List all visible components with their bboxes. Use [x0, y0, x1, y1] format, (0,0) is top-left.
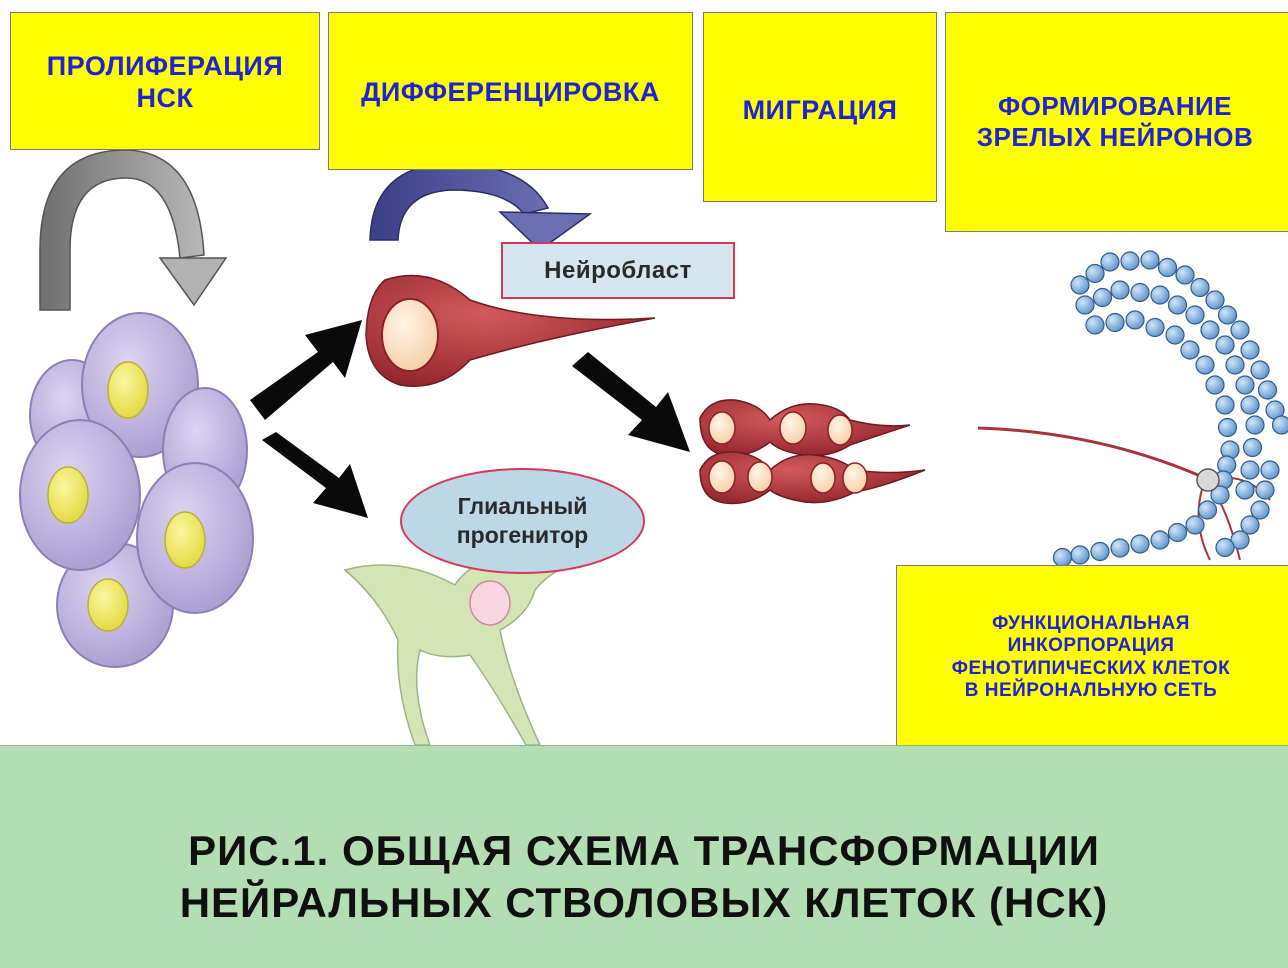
network-bead — [1246, 416, 1264, 434]
stage-differentiation-box: ДИФФЕРЕНЦИРОВКА — [328, 12, 693, 170]
network-bead — [1131, 535, 1149, 553]
network-bead — [1216, 336, 1234, 354]
glial-progenitor-text: Глиальный прогенитор — [457, 492, 588, 550]
caption-panel: РИС.1. ОБЩАЯ СХЕМА ТРАНСФОРМАЦИИ НЕЙРАЛЬ… — [0, 745, 1288, 968]
network-bead — [1091, 543, 1109, 561]
figure-caption: РИС.1. ОБЩАЯ СХЕМА ТРАНСФОРМАЦИИ НЕЙРАЛЬ… — [180, 825, 1109, 930]
network-bead — [1226, 356, 1244, 374]
network-bead — [1261, 461, 1279, 479]
synapse-node — [1197, 469, 1219, 491]
network-bead — [1273, 416, 1288, 434]
network-bead — [1151, 531, 1169, 549]
network-bead — [1111, 281, 1129, 299]
network-bead — [1231, 321, 1249, 339]
network-bead — [1241, 461, 1259, 479]
network-bead — [1159, 259, 1177, 277]
stage-migration-label: МИГРАЦИЯ — [743, 95, 898, 127]
network-bead — [1219, 306, 1237, 324]
differentiation-arrow — [370, 163, 590, 250]
network-bead — [1216, 539, 1234, 557]
network-bead — [1236, 376, 1254, 394]
network-bead — [1186, 516, 1204, 534]
network-bead — [1094, 289, 1112, 307]
axon-line — [978, 428, 1205, 478]
network-bead — [1219, 419, 1237, 437]
stage-proliferation-label: ПРОЛИФЕРАЦИЯ НСК — [47, 51, 283, 115]
network-bead — [1071, 546, 1089, 564]
stage-differentiation-label: ДИФФЕРЕНЦИРОВКА — [361, 77, 660, 109]
network-bead — [1244, 439, 1262, 457]
network-bead — [1071, 276, 1089, 294]
stage-maturation-label: ФОРМИРОВАНИЕ ЗРЕЛЫХ НЕЙРОНОВ — [977, 91, 1254, 152]
network-bead — [1054, 549, 1072, 567]
network-bead — [1131, 284, 1149, 302]
glial-progenitor-cell — [345, 550, 590, 745]
neural-network — [1054, 251, 1288, 567]
stage-migration-box: МИГРАЦИЯ — [703, 12, 937, 202]
network-bead — [1151, 286, 1169, 304]
network-bead — [1196, 356, 1214, 374]
stage-incorporation-label: ФУНКЦИОНАЛЬНАЯ ИНКОРПОРАЦИЯ ФЕНОТИПИЧЕСК… — [952, 613, 1231, 703]
arrow-to-migration — [572, 352, 690, 452]
stage-proliferation-box: ПРОЛИФЕРАЦИЯ НСК — [10, 12, 320, 150]
network-bead — [1201, 321, 1219, 339]
migrating-neuroblasts — [700, 400, 925, 504]
network-bead — [1191, 279, 1209, 297]
stage-maturation-box: ФОРМИРОВАНИЕ ЗРЕЛЫХ НЕЙРОНОВ — [945, 12, 1288, 232]
network-bead — [1216, 396, 1234, 414]
network-bead — [1086, 265, 1104, 283]
network-bead — [1111, 539, 1129, 557]
glial-progenitor-label: Глиальный прогенитор — [400, 468, 645, 574]
network-bead — [1076, 296, 1094, 314]
network-bead — [1241, 396, 1259, 414]
network-bead — [1256, 481, 1274, 499]
network-bead — [1126, 311, 1144, 329]
network-bead — [1176, 266, 1194, 284]
arrow-to-glial — [262, 432, 368, 518]
network-bead — [1236, 481, 1254, 499]
network-bead — [1186, 306, 1204, 324]
neuroblast-label: Нейробласт — [501, 242, 735, 299]
stem-cell-cluster — [20, 313, 253, 667]
network-bead — [1241, 341, 1259, 359]
network-bead — [1101, 253, 1119, 271]
arrow-to-neuroblast — [250, 320, 362, 420]
self-renewal-arrow — [40, 150, 226, 310]
network-bead — [1251, 361, 1269, 379]
network-bead — [1166, 326, 1184, 344]
network-bead — [1141, 251, 1159, 269]
network-bead — [1146, 319, 1164, 337]
network-bead — [1259, 381, 1277, 399]
network-bead — [1169, 524, 1187, 542]
network-bead — [1106, 314, 1124, 332]
network-bead — [1086, 316, 1104, 334]
network-bead — [1181, 341, 1199, 359]
network-bead — [1121, 252, 1139, 270]
network-bead — [1206, 376, 1224, 394]
network-bead — [1206, 291, 1224, 309]
network-bead — [1169, 296, 1187, 314]
stage-incorporation-box: ФУНКЦИОНАЛЬНАЯ ИНКОРПОРАЦИЯ ФЕНОТИПИЧЕСК… — [896, 565, 1288, 750]
network-bead — [1199, 501, 1217, 519]
